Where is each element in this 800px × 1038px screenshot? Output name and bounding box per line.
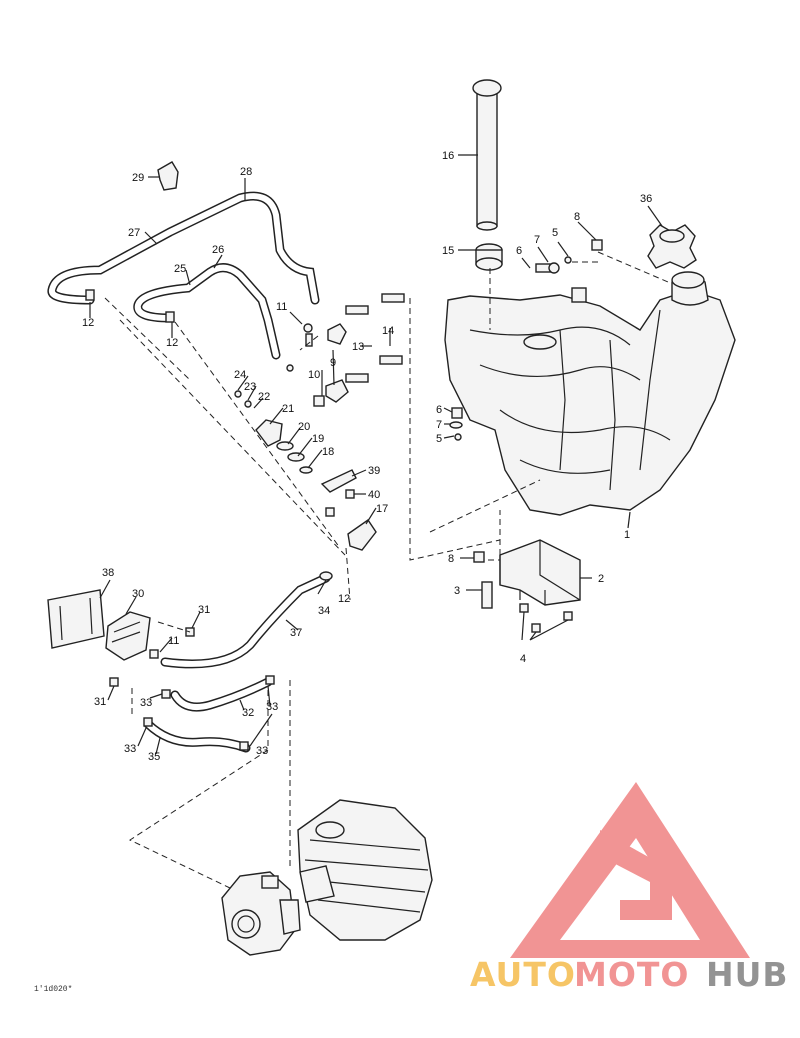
part-label: 19 [312,433,324,445]
part-label: 26 [212,244,224,256]
hose-34-37 [160,573,331,669]
part-label: 39 [368,465,380,477]
part-label: 31 [94,696,106,708]
filler-cap [647,224,697,269]
carburetor [221,871,301,956]
part-label: 40 [368,489,380,501]
part-label: 38 [102,567,114,579]
part-label: 35 [148,751,160,763]
part-label: 17 [376,503,388,515]
part-label: 8 [448,553,454,565]
part-label: 14 [382,325,394,337]
part-label: 33 [140,697,152,709]
fuel-pump [105,611,151,661]
part-label: 33 [124,743,136,755]
part-label: 15 [442,245,454,257]
fuel-tank [444,271,736,516]
part-label: 6 [516,245,522,257]
hose-32 [170,677,273,712]
part-label: 3 [454,585,460,597]
part-label: 21 [282,403,294,415]
part-number-labels: 1 2 3 4 5 5 6 6 7 7 8 8 9 10 11 11 12 12… [82,150,652,763]
part-label: 36 [640,193,652,205]
logo-word-hub: HUB [706,955,789,994]
pump-bracket [47,589,105,649]
part-label: 18 [322,446,334,458]
part-label: 34 [318,605,330,617]
tank-bracket [499,539,581,606]
clip [157,161,179,191]
part-label: 11 [168,635,179,647]
part-label: 31 [198,604,210,616]
grommet [475,243,503,271]
part-label: 30 [132,588,144,600]
part-label: 8 [574,211,580,223]
part-label: 2 [598,573,604,585]
logo-word-auto: AUTO [470,955,576,994]
hose-25-26 [133,263,281,360]
drawing-code: 1'1d020* [34,985,72,994]
part-label: 22 [258,391,270,403]
part-label: 11 [276,301,287,313]
part-label: 28 [240,166,252,178]
part-label: 7 [436,419,442,431]
logo-word-moto: MOTO [574,955,689,994]
leader-lines [89,154,663,755]
part-label: 13 [352,341,364,353]
part-label: 23 [244,381,256,393]
part-label: 12 [82,317,94,329]
part-label: 37 [290,627,302,639]
part-label: 1 [624,529,630,541]
part-label: 16 [442,150,454,162]
part-label: 10 [308,369,320,381]
part-label: 6 [436,404,442,416]
part-label: 27 [128,227,140,239]
part-label: 5 [552,227,558,239]
part-label: 12 [338,593,350,605]
part-label: 25 [174,263,186,275]
part-label: 12 [166,337,178,349]
part-label: 20 [298,421,310,433]
fill-tube [472,79,502,231]
part-label: 24 [234,369,246,381]
part-label: 33 [256,745,268,757]
hose-35 [143,719,251,753]
part-label: 5 [436,433,442,445]
engine-cylinder [297,799,433,941]
hose-27-28 [47,191,320,305]
part-label: 32 [242,707,254,719]
part-label: 33 [266,701,278,713]
part-label: 4 [520,653,526,665]
part-label: 29 [132,172,144,184]
part-label: 9 [330,357,336,369]
part-label: 7 [534,234,540,246]
automotohub-logo: AUTO MOTO HUB [470,782,789,994]
